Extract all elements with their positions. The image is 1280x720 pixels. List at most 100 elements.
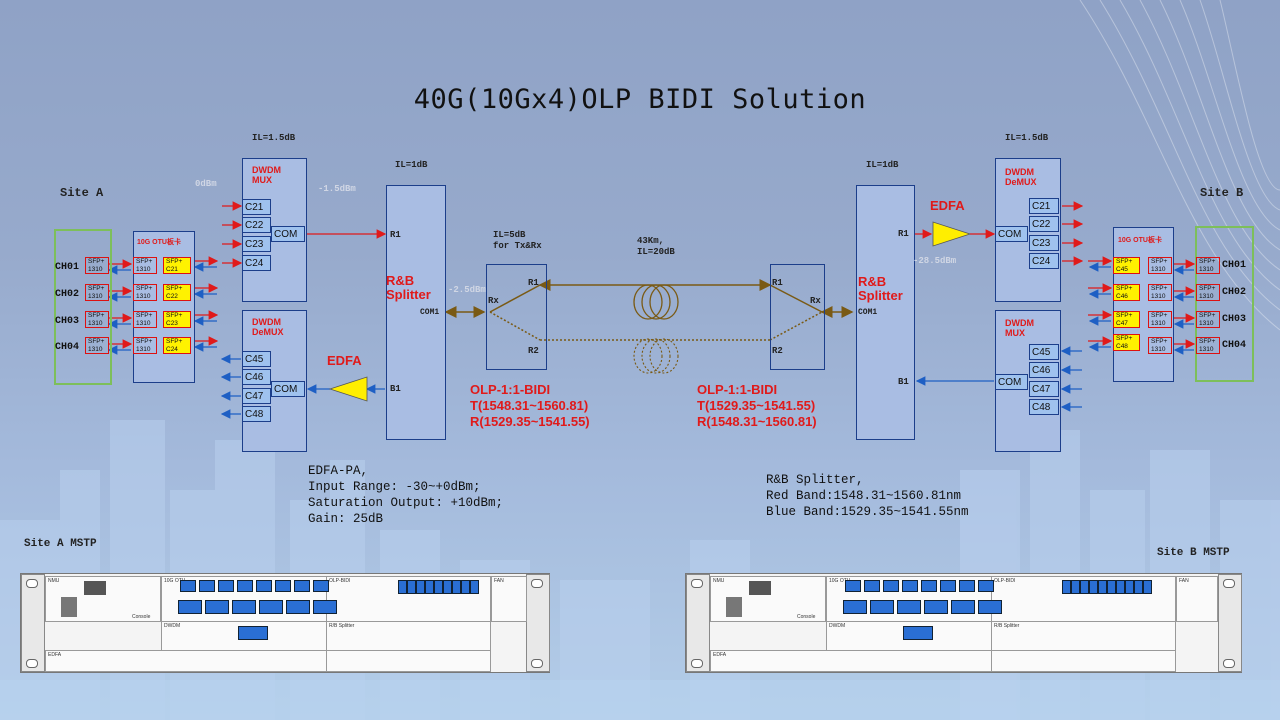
site-a-demux-port: C47 (242, 388, 271, 404)
fan-slot-label: FAN (494, 578, 504, 584)
optical-port (1107, 580, 1116, 594)
optical-port (870, 600, 894, 614)
optical-port (978, 580, 994, 592)
nmu-label: NMU (48, 578, 60, 584)
rack-hole (691, 659, 703, 668)
site-b-otu-card (1113, 227, 1174, 382)
optical-port (443, 580, 452, 594)
fan-slot: FAN (491, 576, 527, 622)
site-a-olp-il: IL=5dB for Tx&Rx (493, 230, 542, 251)
site-a-demux-label: DWDM DeMUX (252, 317, 284, 337)
rack-hole (26, 579, 38, 588)
optical-port (897, 600, 921, 614)
site-b-rb-splitter (856, 185, 915, 440)
optical-port (1098, 580, 1107, 594)
site-b-demux-com: COM (995, 226, 1028, 242)
site-b-mstp-label: Site B MSTP (1157, 547, 1230, 559)
site-a-olp-rx: Rx (488, 296, 499, 306)
site-a-mux-port: C23 (242, 236, 271, 252)
edfa-slot: EDFA (45, 650, 327, 672)
site-b-olp-r1: R1 (772, 278, 783, 288)
site-b-otu-client-sfp: SFP+ 1310 (1148, 337, 1172, 354)
optical-port (470, 580, 479, 594)
site-b-mux-port: C46 (1029, 362, 1059, 378)
optical-port (425, 580, 434, 594)
optical-port (903, 626, 933, 640)
site-a-mux-il: IL=1.5dB (252, 133, 296, 143)
site-a-mux-port: C24 (242, 255, 271, 271)
optical-port (256, 580, 272, 592)
optical-port (199, 580, 215, 592)
site-b-mux-label: DWDM MUX (1005, 318, 1034, 338)
rack-hole (1223, 659, 1235, 668)
rack-ear (1218, 574, 1242, 672)
optical-port (434, 580, 443, 594)
site-b-client-sfp: SFP+ 1310 (1196, 284, 1220, 301)
lcd-screen (749, 581, 771, 595)
optical-port (461, 580, 470, 594)
optical-port (286, 600, 310, 614)
optical-port (313, 600, 337, 614)
rack-ear (21, 574, 45, 672)
site-b-olp-r2: R2 (772, 346, 783, 356)
optical-port (959, 580, 975, 592)
site-a-demux-port: C46 (242, 369, 271, 385)
site-a-olp-r2: R2 (528, 346, 539, 356)
site-b-demux-port: C22 (1029, 216, 1059, 232)
site-a-rb-splitter (386, 185, 446, 440)
site-a-mux-com: COM (271, 226, 305, 242)
site-a-olp (486, 264, 547, 370)
dwdm-slot-label: DWDM (164, 623, 181, 629)
site-b-otu-line-sfp: SFP+ C47 (1113, 311, 1140, 328)
site-b-ch02: CH02 (1222, 287, 1247, 298)
optical-port (845, 580, 861, 592)
site-b-otu-client-sfp: SFP+ 1310 (1148, 311, 1172, 328)
fiber-label: 43Km, IL=20dB (637, 236, 675, 257)
console-label: Console (132, 614, 151, 620)
site-a-demux-port: C48 (242, 406, 271, 422)
site-a-olp-name: OLP-1:1-BIDI (470, 382, 551, 397)
site-a-otu-line-sfp: SFP+ C22 (163, 284, 191, 301)
site-a-otu-line-sfp: SFP+ C21 (163, 257, 191, 274)
site-a-mux-in-power: 0dBm (195, 179, 217, 189)
optical-port (843, 600, 867, 614)
olp-slot-label: OLP-BIDI (994, 578, 1016, 584)
optical-port (978, 600, 1002, 614)
site-b-mux-port: C45 (1029, 344, 1059, 360)
site-a-edfa-label: EDFA (327, 353, 362, 368)
site-a-olp-r1: R1 (528, 278, 539, 288)
otu-slot-label: 10G OTU (164, 578, 186, 584)
optical-port (864, 580, 880, 592)
site-b-otu-label: 10G OTU板卡 (1118, 237, 1162, 244)
optical-port (275, 580, 291, 592)
site-a-mux-port: C21 (242, 199, 271, 215)
site-a-demux-com: COM (271, 381, 305, 397)
site-b-client-sfp: SFP+ 1310 (1196, 257, 1220, 274)
site-b-splitter-com: COM1 (858, 308, 878, 317)
site-a-client-sfp: SFP+ 1310 (85, 257, 109, 274)
optical-port (1062, 580, 1071, 594)
site-a-otu-client-sfp: SFP+ 1310 (133, 257, 157, 274)
site-a-splitter-r1: R1 (390, 230, 401, 240)
site-a-demux-port: C45 (242, 351, 271, 367)
optical-port (1071, 580, 1080, 594)
site-a-client-sfp: SFP+ 1310 (85, 311, 109, 328)
site-a-splitter-com: COM1 (420, 308, 440, 317)
site-a-splitter-b1: B1 (390, 384, 401, 394)
rb-splitter-slot-label: R/B Splitter (329, 623, 355, 629)
site-a-label: Site A (60, 186, 104, 200)
optical-port (259, 600, 283, 614)
site-a-olp-r: R(1529.35~1541.55) (470, 414, 590, 429)
site-b-olp-r: R(1548.31~1560.81) (697, 414, 817, 429)
rb-splitter-slot-label: R/B Splitter (994, 623, 1020, 629)
nmu-slot: NMU Console (710, 576, 826, 622)
optical-port (1116, 580, 1125, 594)
edfa-spec-note: EDFA-PA, Input Range: -30~+0dBm; Saturat… (308, 464, 504, 526)
nmu-label: NMU (713, 578, 725, 584)
site-b-ch04: CH04 (1222, 340, 1247, 351)
site-a-otu-line-sfp: SFP+ C24 (163, 337, 191, 354)
optical-port (407, 580, 416, 594)
optical-port (883, 580, 899, 592)
olp-slot-label: OLP-BIDI (329, 578, 351, 584)
site-a-otu-label: 10G OTU板卡 (137, 239, 181, 246)
